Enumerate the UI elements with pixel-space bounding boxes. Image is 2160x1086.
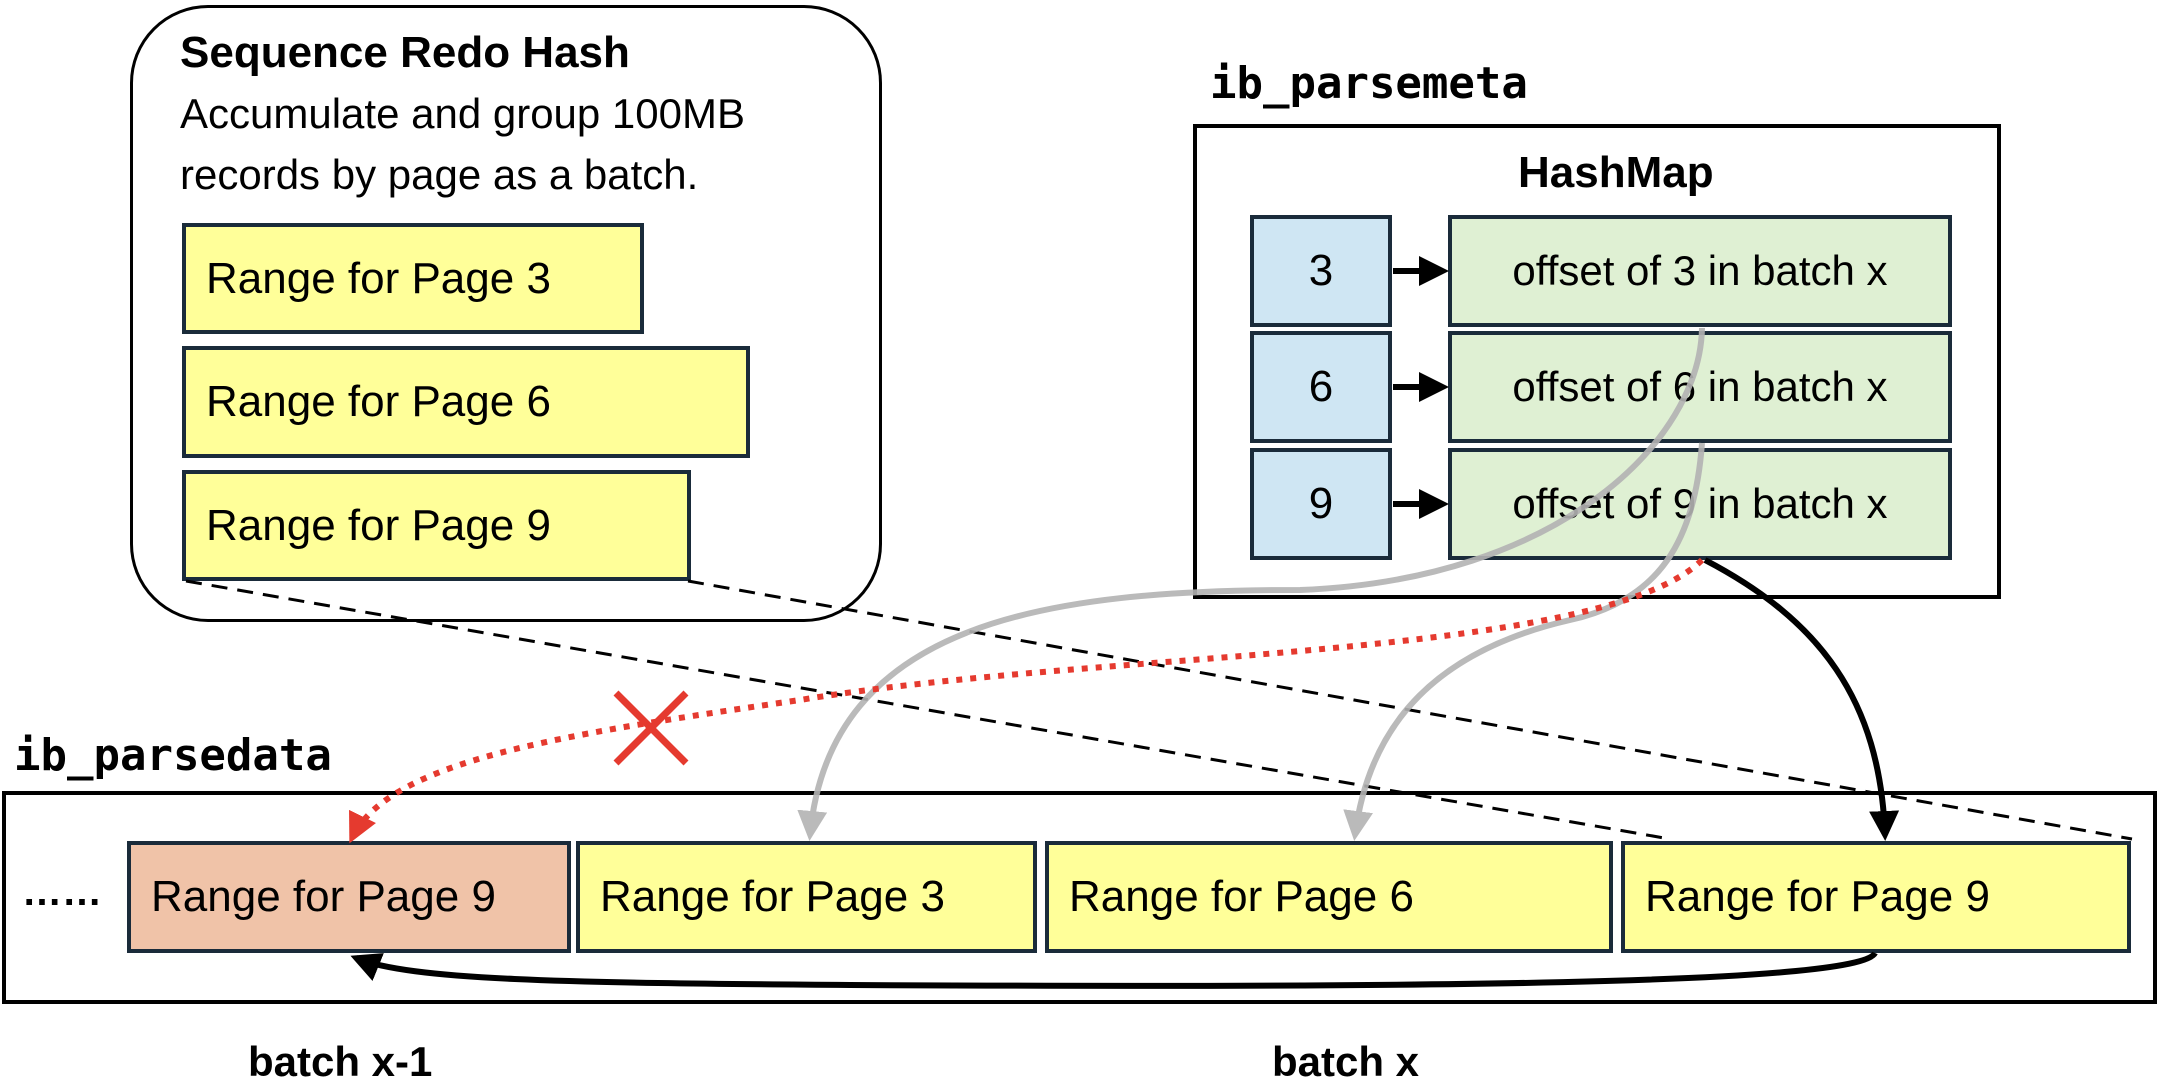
hash-range-page-3-label: Range for Page 3: [206, 253, 551, 303]
offset-arrow-page-3: [797, 327, 1705, 841]
sequence-hash-title: Sequence Redo Hash: [180, 28, 630, 77]
hashmap-key-6: 6: [1250, 331, 1392, 443]
offset-arrow-page-6: [1343, 442, 1705, 841]
hashmap-value-3: offset of 3 in batch x: [1448, 215, 1952, 327]
batch-prev-label: batch x-1: [248, 1038, 433, 1085]
parsemeta-frame: [1193, 124, 2001, 599]
sequence-hash-description-line1: Accumulate and group 100MB: [180, 90, 746, 137]
parsemeta-label: ib_parsemeta: [1210, 58, 1528, 109]
stale-link-arrow: [349, 557, 1705, 844]
hashmap-key-6-label: 6: [1308, 362, 1334, 411]
back-pointer-arrow: [350, 951, 1878, 989]
hash-range-page-6: Range for Page 6: [182, 346, 750, 458]
parsedata-frame: [2, 791, 2157, 1004]
hashmap-key-3: 3: [1250, 215, 1392, 327]
batch-current-label: batch x: [1272, 1038, 1420, 1085]
projection-line-left: [185, 579, 1671, 841]
parsedata-range-page-3: Range for Page 3: [576, 841, 1037, 953]
hashmap-key-9-label: 9: [1308, 479, 1334, 528]
parsedata-range-page-9-old: Range for Page 9: [127, 841, 571, 953]
hashmap-value-6-label: offset of 6 in batch x: [1512, 363, 1888, 410]
parsedata-range-page-9-label: Range for Page 9: [1645, 872, 1990, 921]
hashmap-title: HashMap: [1518, 148, 1714, 197]
hash-range-page-9: Range for Page 9: [182, 470, 691, 581]
invalid-cross-icon: [613, 690, 689, 766]
parsedata-range-page-3-label: Range for Page 3: [600, 872, 945, 921]
sequence-hash-description-line2: records by page as a batch.: [180, 151, 699, 198]
hashmap-value-9-label: offset of 9 in batch x: [1512, 480, 1888, 527]
offset-arrow-page-9: [1703, 557, 1900, 841]
parsedata-range-page-9-old-label: Range for Page 9: [151, 872, 496, 921]
hash-range-page-6-label: Range for Page 6: [206, 377, 551, 426]
parsedata-label: ib_parsedata: [14, 730, 332, 781]
hash-range-page-3: Range for Page 3: [182, 223, 644, 334]
hash-range-page-9-label: Range for Page 9: [206, 500, 551, 550]
parsedata-range-page-6-label: Range for Page 6: [1069, 872, 1414, 921]
hashmap-key-9: 9: [1250, 448, 1392, 560]
parsedata-range-page-9: Range for Page 9: [1621, 841, 2131, 953]
hashmap-key-3-label: 3: [1308, 246, 1334, 295]
parsedata-ellipsis: ……: [22, 870, 102, 914]
parsedata-range-page-6: Range for Page 6: [1045, 841, 1613, 953]
hashmap-value-3-label: offset of 3 in batch x: [1512, 247, 1888, 294]
